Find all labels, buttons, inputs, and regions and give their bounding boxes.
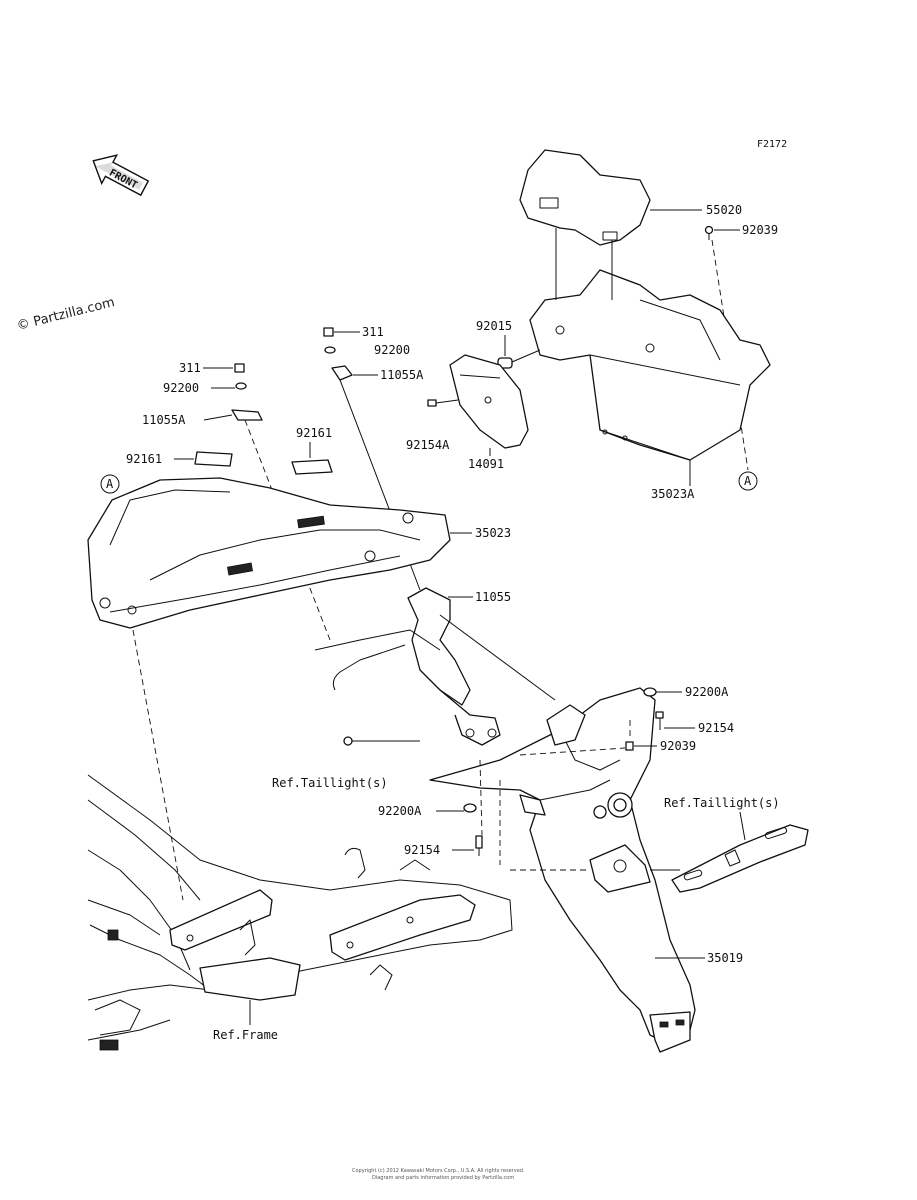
part-license-bracket — [589, 844, 651, 893]
part-11055-bracket — [314, 587, 501, 746]
watermark: © Partzilla.com — [15, 295, 116, 334]
part-92200A-left-washer — [463, 803, 477, 813]
label-311-left: 311 — [179, 361, 201, 375]
part-frame-reference — [87, 774, 513, 1051]
part-92154A-screw — [427, 399, 459, 407]
part-92154-left-screw-top — [343, 736, 420, 746]
part-92039-right-screw — [625, 741, 634, 751]
part-92015-grommet — [497, 357, 513, 369]
label-92154A: 92154A — [406, 438, 450, 452]
label-92200A-left: 92200A — [378, 804, 422, 818]
label-92015: 92015 — [476, 319, 512, 333]
label-11055: 11055 — [475, 590, 511, 604]
label-35019: 35019 — [707, 951, 743, 965]
part-35023-fender — [87, 477, 451, 629]
label-35023: 35023 — [475, 526, 511, 540]
label-92161-left: 92161 — [126, 452, 162, 466]
callout-a-left: A — [100, 474, 120, 494]
label-35023A: 35023A — [651, 487, 695, 501]
figure-code: F2172 — [757, 139, 787, 150]
label-92200A-right: 92200A — [685, 685, 729, 699]
label-ref-taillight-left: Ref.Taillight(s) — [272, 776, 388, 790]
footer-line-2: Diagram and parts information provided b… — [372, 1175, 514, 1181]
part-311-mid-nut — [323, 327, 334, 337]
label-11055A-mid: 11055A — [380, 368, 424, 382]
part-92154-left-screw — [475, 835, 483, 856]
part-92154-right-screw — [655, 711, 664, 730]
label-ref-frame: Ref.Frame — [213, 1028, 278, 1042]
label-311-mid: 311 — [362, 325, 384, 339]
label-92200-left: 92200 — [163, 381, 199, 395]
label-11055A-left: 11055A — [142, 413, 186, 427]
callout-a-left-text: A — [106, 477, 114, 491]
part-92200-left-washer — [235, 382, 247, 390]
label-92039-top: 92039 — [742, 223, 778, 237]
front-arrow-icon: FRONT — [92, 154, 150, 197]
label-92154-left: 92154 — [404, 843, 440, 857]
footer-line-1: Copyright (c) 2012 Kawasaki Motors Corp.… — [352, 1168, 525, 1174]
label-92154-right: 92154 — [698, 721, 734, 735]
part-35023A-case — [529, 269, 771, 461]
part-14091-cover — [449, 354, 529, 449]
part-92200-mid-washer — [324, 346, 336, 354]
part-55020-tray — [519, 149, 651, 246]
label-14091: 14091 — [468, 457, 504, 471]
label-92161-mid: 92161 — [296, 426, 332, 440]
callout-a-right-text: A — [744, 474, 752, 488]
part-11055A-left-bracket — [231, 409, 263, 421]
part-92161-left-pad — [194, 451, 233, 467]
part-92200A-right-washer — [643, 687, 657, 697]
label-92039-right: 92039 — [660, 739, 696, 753]
part-35019-holder — [429, 687, 696, 1053]
label-55020: 55020 — [706, 203, 742, 217]
part-311-left-nut — [234, 363, 245, 373]
part-taillight-stay-right — [671, 824, 809, 893]
part-92039-top-screw — [704, 225, 714, 240]
part-11055A-mid-bracket — [331, 365, 353, 381]
label-ref-taillight-right: Ref.Taillight(s) — [664, 796, 780, 810]
part-92161-mid-pad — [291, 459, 333, 475]
callout-a-right: A — [738, 471, 758, 491]
label-92200-mid: 92200 — [374, 343, 410, 357]
